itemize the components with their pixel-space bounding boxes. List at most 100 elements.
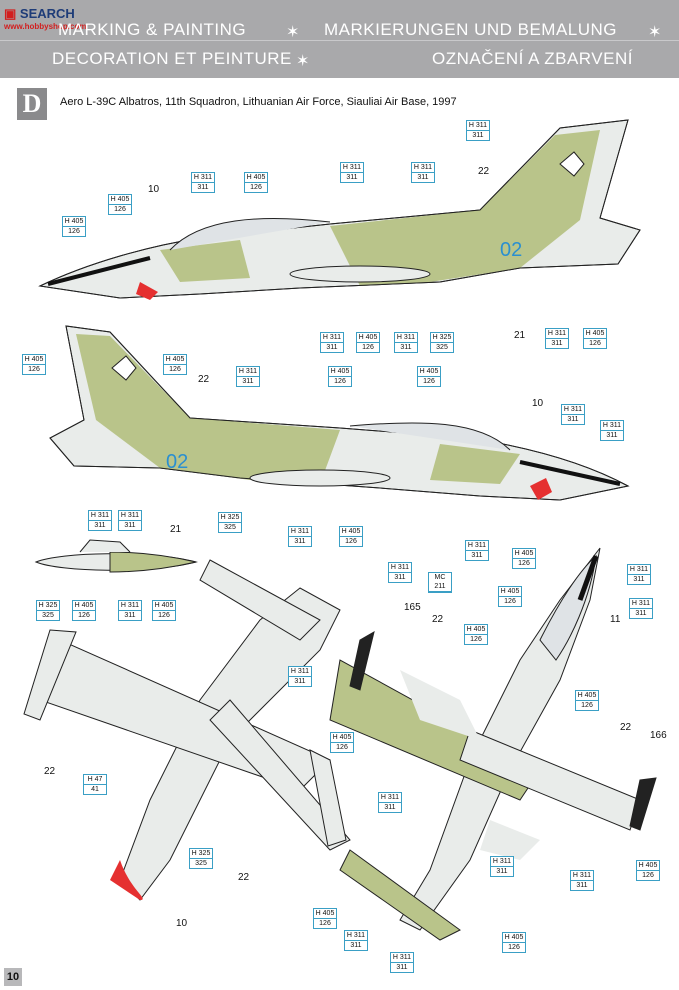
callout-paint-code: H 311 — [119, 602, 141, 611]
callout-paint-code: H 405 — [331, 734, 353, 743]
callout-paint-number: 126 — [504, 598, 516, 605]
callout-paint-code: H 311 — [389, 564, 411, 573]
decal-number-label: 21 — [514, 330, 526, 341]
callout-paint-code: H 405 — [503, 934, 525, 943]
callout-paint-number: 126 — [423, 378, 435, 385]
header-row-top: ▣ SEARCH www.hobbyshop.com MARKING & PAI… — [0, 2, 679, 41]
watermark-url: www.hobbyshop.com — [4, 22, 87, 31]
title-german: MARKIERUNGEN UND BEMALUNG — [324, 20, 618, 39]
callout-paint-number: 41 — [91, 786, 99, 793]
header-star-icon: ✶ — [286, 24, 300, 41]
top-view — [329, 547, 657, 941]
callout-paint-number: 126 — [336, 744, 348, 751]
callout-paint-number: 311 — [394, 574, 406, 581]
header-row-bottom: DECORATION ET PEINTURE ✶ OZNAČENÍ A ZBAR… — [0, 40, 679, 79]
decal-number-label: 22 — [620, 722, 632, 733]
callout-paint-code: H 325 — [190, 850, 212, 859]
callout-paint-code: H 311 — [289, 668, 311, 677]
watermark-text: SEARCH — [19, 6, 75, 21]
callout-paint-number: 126 — [334, 378, 346, 385]
decal-number-label: 21 — [170, 524, 182, 535]
callout-paint-number: 311 — [576, 882, 588, 889]
callout-paint-code: H 311 — [395, 334, 417, 343]
callout-paint-number: 126 — [642, 872, 654, 879]
callout-paint-number: 126 — [589, 340, 601, 347]
callout-paint-number: 311 — [400, 344, 412, 351]
callout-paint-number: 126 — [114, 206, 126, 213]
callout-paint-number: 126 — [362, 344, 374, 351]
title-french: DECORATION ET PEINTURE — [52, 49, 292, 68]
callout-paint-code: H 311 — [119, 512, 141, 521]
callout-paint-number: 311 — [326, 344, 338, 351]
callout-paint-code: H 311 — [546, 330, 568, 339]
decal-number-label: 22 — [478, 166, 490, 177]
callout-paint-number: 311 — [197, 184, 209, 191]
callout-paint-number: 311 — [496, 868, 508, 875]
decal-number-label: 10 — [176, 918, 188, 929]
callout-paint-number: 311 — [124, 522, 136, 529]
callout-paint-code: H 311 — [630, 600, 652, 609]
callout-paint-code: H 311 — [562, 406, 584, 415]
callout-paint-number: 311 — [294, 678, 306, 685]
callout-paint-code: H 405 — [109, 196, 131, 205]
callout-paint-number: 126 — [158, 612, 170, 619]
callout-paint-code: H 405 — [357, 334, 379, 343]
callout-paint-code: H 311 — [321, 334, 343, 343]
callout-paint-number: 311 — [633, 576, 645, 583]
callout-paint-code: H 311 — [466, 542, 488, 551]
callout-paint-code: H 311 — [379, 794, 401, 803]
callout-paint-number: 126 — [345, 538, 357, 545]
callout-paint-code: H 405 — [314, 910, 336, 919]
decal-number-label: 165 — [404, 602, 421, 613]
callout-paint-code: H 311 — [237, 368, 259, 377]
callout-paint-number: 126 — [581, 702, 593, 709]
callout-paint-number: 311 — [417, 174, 429, 181]
callout-paint-number: 325 — [224, 524, 236, 531]
callout-paint-code: H 405 — [153, 602, 175, 611]
callout-paint-code: H 311 — [601, 422, 623, 431]
callout-paint-number: 311 — [242, 378, 254, 385]
header-star-icon: ✶ — [648, 24, 662, 41]
callout-paint-number: 126 — [28, 366, 40, 373]
scheme-letter-plate: D — [17, 88, 47, 120]
callout-paint-number: 126 — [470, 636, 482, 643]
callout-paint-code: H 405 — [340, 528, 362, 537]
callout-paint-number: 126 — [319, 920, 331, 927]
callout-paint-number: 311 — [471, 552, 483, 559]
callout-paint-code: H 311 — [345, 932, 367, 941]
callout-paint-number: 311 — [124, 612, 136, 619]
callout-paint-number: 311 — [94, 522, 106, 529]
callout-paint-code: H 405 — [637, 862, 659, 871]
callout-paint-code: H 405 — [245, 174, 267, 183]
callout-paint-number: 311 — [384, 804, 396, 811]
watermark-logo: ▣ SEARCH www.hobbyshop.com — [4, 6, 87, 31]
callout-paint-code: H 325 — [431, 334, 453, 343]
